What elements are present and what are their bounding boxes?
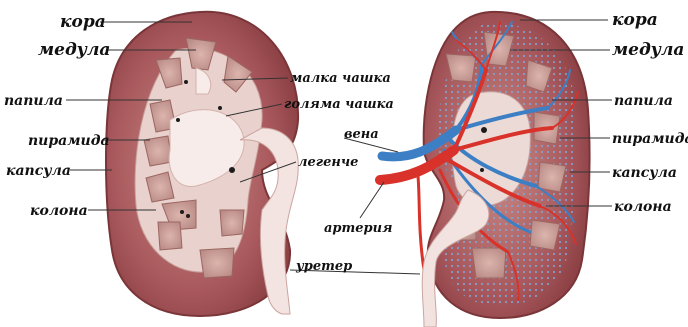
label-pelvis: легенче [298, 155, 358, 170]
right-kidney [380, 12, 590, 327]
label-right-pyramid: пирамида [612, 131, 688, 147]
label-left-medulla: медула [38, 40, 110, 60]
label-right-column: колона [614, 199, 672, 215]
pyramid [220, 210, 244, 236]
pyramid [200, 248, 234, 278]
label-left-pyramid: пирамида [28, 133, 110, 149]
label-minor-calyx: малка чашка [290, 71, 391, 86]
label-right-cortex: кора [612, 10, 658, 30]
label-artery: артерия [324, 221, 392, 236]
pyramid [158, 222, 182, 250]
label-left-capsule: капсула [6, 163, 71, 179]
label-vein: вена [344, 127, 379, 142]
label-left-papilla: папила [4, 93, 63, 109]
label-right-medulla: медула [612, 40, 684, 60]
label-right-papilla: папила [614, 93, 673, 109]
label-major-calyx: голяма чашка [284, 97, 394, 112]
label-right-capsule: капсула [612, 165, 677, 181]
label-left-column: колона [30, 203, 88, 219]
pyramid [530, 220, 560, 250]
label-left-cortex: кора [60, 12, 106, 32]
left-kidney [106, 12, 298, 316]
label-ureter: уретер [295, 259, 352, 274]
pyramid [472, 248, 506, 278]
